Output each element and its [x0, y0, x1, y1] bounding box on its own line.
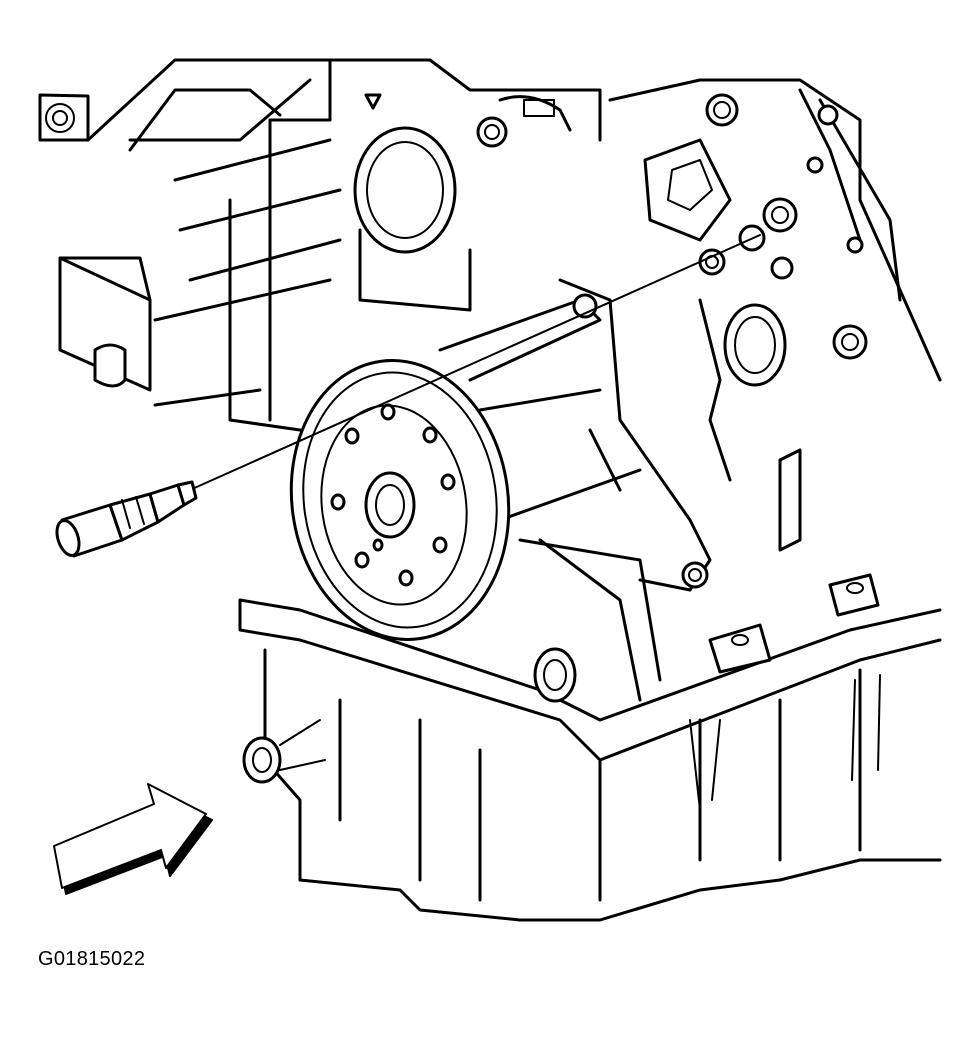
engine-block-upper — [38, 58, 342, 432]
engine-block-right — [608, 78, 942, 552]
direction-arrow-icon — [53, 783, 213, 895]
cylinder-boss — [328, 58, 602, 312]
oil-pan — [238, 538, 942, 922]
figure-id-label: G01815022 — [38, 948, 146, 970]
crank-position-sensor — [55, 234, 761, 558]
crankshaft-rear-seal — [289, 359, 511, 641]
